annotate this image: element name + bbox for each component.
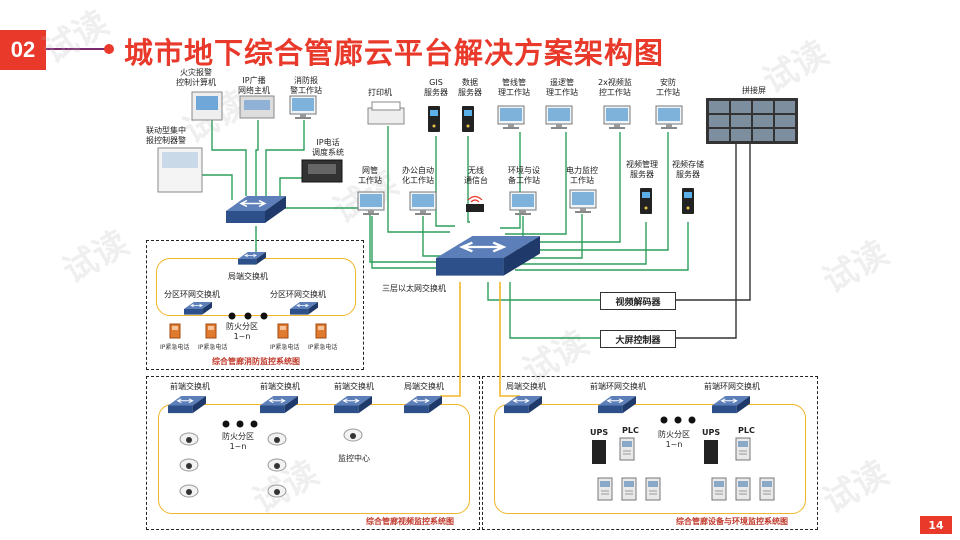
equipment-system-caption: 综合管廊设备与环境监控系统图: [676, 517, 788, 526]
fire-system-caption: 综合管廊消防监控系统图: [212, 357, 300, 366]
core-switch-label: 三层以太网交换机: [382, 284, 446, 293]
equipment-system-region: [482, 376, 818, 530]
printer-label: 打印机: [368, 88, 392, 97]
office-station-label: 办公自动 化工作站: [402, 166, 434, 185]
title-accent-line: [46, 48, 108, 50]
equip-local-switch-label: 局端交换机: [506, 382, 546, 391]
plc-label: PLC: [738, 426, 755, 435]
equip-zone-label: 防火分区 1~n: [658, 430, 690, 449]
gis-server-label: GIS 服务器: [424, 78, 448, 97]
front-switch-label: 前端交换机: [334, 382, 374, 391]
network-station-label: 网管 工作站: [358, 166, 382, 185]
ups-label: UPS: [702, 428, 721, 437]
fire-ring-switch-left-label: 分区环网交换机: [164, 290, 220, 299]
data-server-label: 数据 服务器: [458, 78, 482, 97]
video-zone-label: 防火分区 1~n: [222, 432, 254, 451]
video-ring-network: [158, 404, 470, 514]
front-switch-label: 前端交换机: [170, 382, 210, 391]
remote-station-label: 遥逻管 理工作站: [546, 78, 578, 97]
linked-controller-label: 联动型集中 报控制器警: [146, 126, 186, 145]
video-local-switch-label: 局端交换机: [404, 382, 444, 391]
front-switch-label: 前端交换机: [260, 382, 300, 391]
ip-emergency-phone-label: IP紧急电话: [198, 344, 228, 351]
equipment-ring-network: [494, 404, 806, 514]
wireless-label: 无线 通信台: [464, 166, 488, 185]
page-title: 城市地下综合管廊云平台解决方案架构图: [124, 36, 665, 70]
monitor-center-label: 监控中心: [338, 454, 370, 463]
ring-switch-label: 前端环网交换机: [704, 382, 760, 391]
section-badge: 02: [0, 30, 46, 70]
video-system-caption: 综合管廊视频监控系统图: [366, 517, 454, 526]
power-station-label: 电力监控 工作站: [566, 166, 598, 185]
video-decoder-box: 视频解码器: [600, 292, 676, 310]
ring-switch-label: 前端环网交换机: [590, 382, 646, 391]
fire-alarm-station-label: 消防报 警工作站: [290, 76, 322, 95]
pipeline-station-label: 管线管 理工作站: [498, 78, 530, 97]
wall-controller-box: 大屏控制器: [600, 330, 676, 348]
left-core-switch-icon: [225, 195, 287, 224]
fire-local-switch-label: 局端交换机: [228, 272, 268, 281]
fire-alarm-computer-label: 火灾报警 控制计算机: [176, 68, 216, 87]
video-wall-label: 拼接屏: [742, 86, 766, 95]
video-storage-server-label: 视频存储 服务器: [672, 160, 704, 179]
ip-emergency-phone-label: IP紧急电话: [270, 344, 300, 351]
video-mgmt-server-label: 视频管理 服务器: [626, 160, 658, 179]
title-accent-dot: [104, 44, 114, 54]
video-system-region: [146, 376, 480, 530]
env-station-label: 环境与设 备工作站: [508, 166, 540, 185]
fire-ring-switch-right-label: 分区环网交换机: [270, 290, 326, 299]
ip-emergency-phone-label: IP紧急电话: [160, 344, 190, 351]
ip-phone-dispatch-label: IP电话 调度系统: [312, 138, 344, 157]
page-number: 14: [920, 516, 952, 534]
video-monitor-station-label: 2x视频监 控工作站: [598, 78, 632, 97]
ip-emergency-phone-label: IP紧急电话: [308, 344, 338, 351]
security-station-label: 安防 工作站: [656, 78, 680, 97]
fire-zone-label: 防火分区 1~n: [226, 322, 258, 341]
plc-label: PLC: [622, 426, 639, 435]
ups-label: UPS: [590, 428, 609, 437]
ip-broadcast-label: IP广播 网络主机: [238, 76, 270, 95]
fire-system-region: [146, 240, 364, 370]
